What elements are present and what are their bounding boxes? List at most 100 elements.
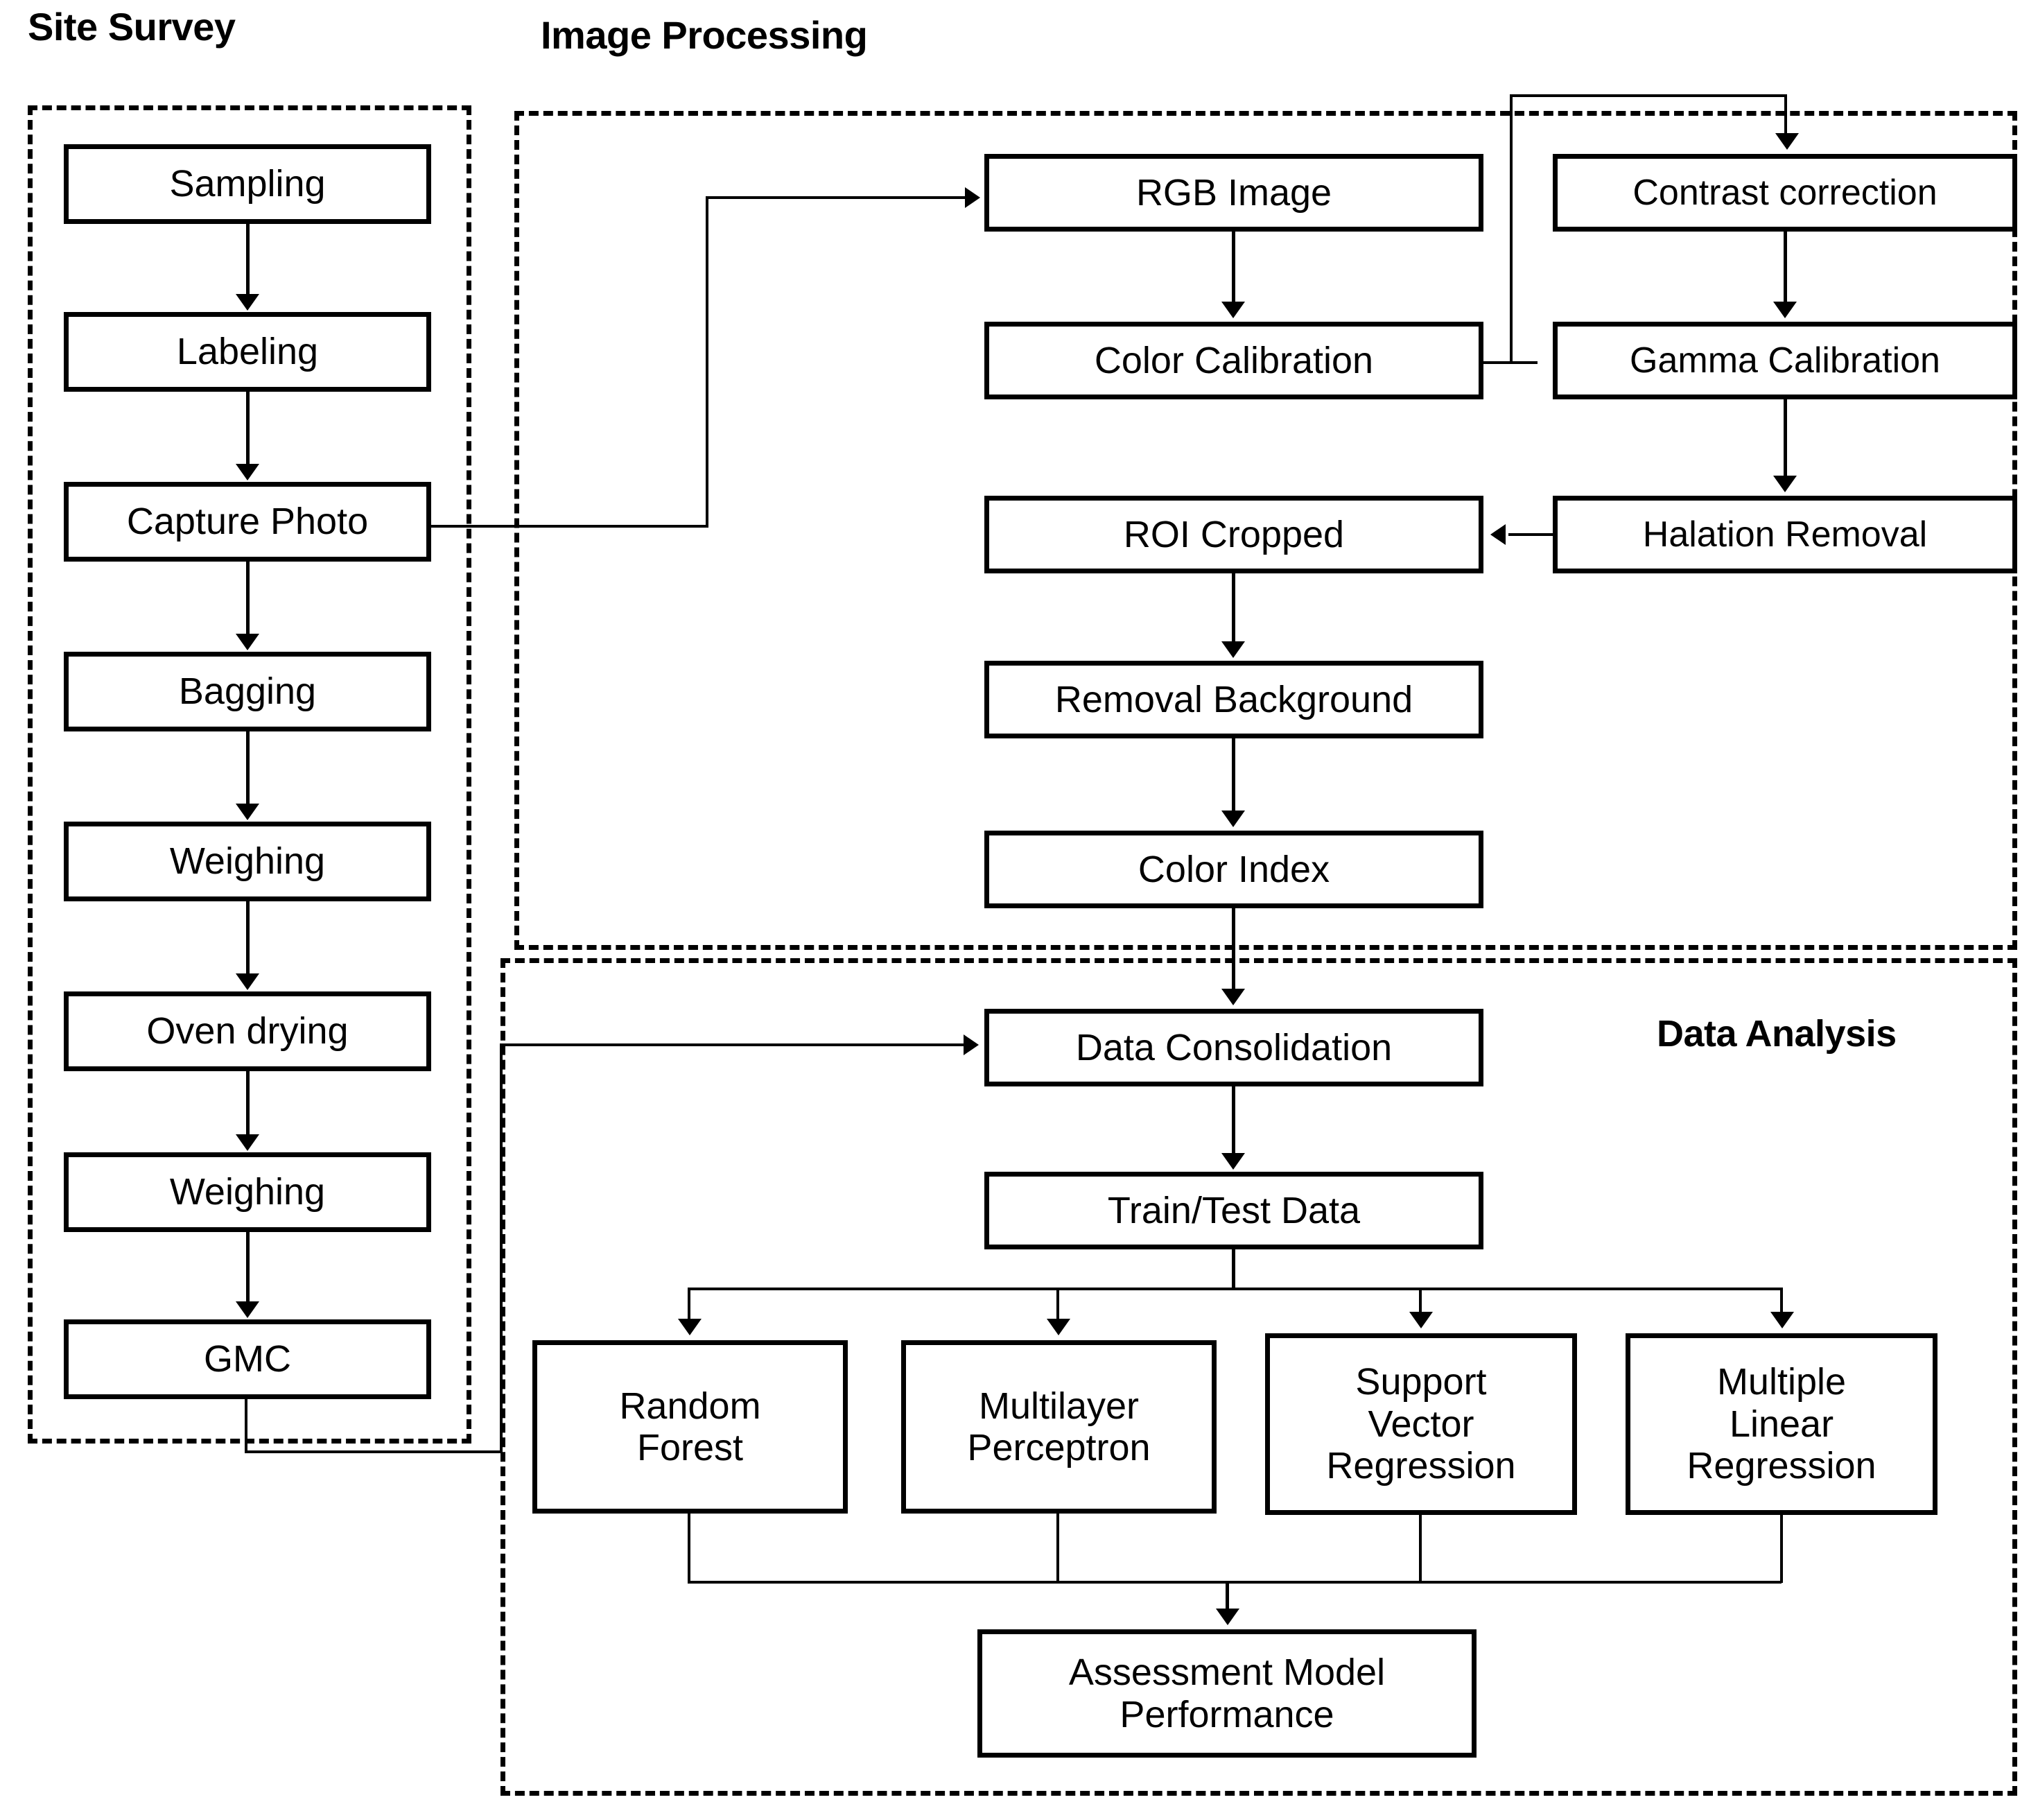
- branch-to-random-forest: [688, 1288, 690, 1321]
- node-gmc[interactable]: GMC: [64, 1319, 431, 1399]
- merge-from-support-vector-regression: [1419, 1515, 1422, 1583]
- node-label-line2: Linear: [1729, 1403, 1834, 1445]
- node-labeling[interactable]: Labeling: [64, 312, 431, 392]
- arrowhead-train-test-data: [1221, 1153, 1245, 1170]
- node-label: Contrast correction: [1632, 172, 1937, 213]
- node-gamma-calibration[interactable]: Gamma Calibration: [1553, 322, 2017, 399]
- node-label: Halation Removal: [1642, 514, 1928, 555]
- connector-labeling-capture: [246, 392, 250, 465]
- node-label: Removal Background: [1054, 678, 1413, 720]
- node-label: Labeling: [176, 331, 319, 373]
- group-site-survey: [28, 105, 471, 1444]
- node-label: ROI Cropped: [1123, 513, 1345, 555]
- arrowhead-data-consolidation: [1221, 989, 1245, 1005]
- path-colorcal-to-contrast-seg4: [1784, 94, 1787, 136]
- path-capture-to-rgb-seg1: [431, 525, 708, 528]
- arrowhead-color-calibration: [1221, 302, 1245, 318]
- node-label-line2: Perceptron: [967, 1427, 1151, 1468]
- arrowhead-support-vector-regression: [1409, 1312, 1433, 1328]
- node-halation-removal[interactable]: Halation Removal: [1553, 496, 2017, 573]
- arrowhead-weighing-2: [236, 1134, 259, 1151]
- node-capture-photo[interactable]: Capture Photo: [64, 482, 431, 562]
- arrowhead-gmc: [236, 1301, 259, 1318]
- connector-model-distribution-bus: [688, 1288, 1782, 1290]
- node-weighing-2[interactable]: Weighing: [64, 1152, 431, 1232]
- node-label: Weighing: [169, 840, 326, 883]
- arrowhead-bagging: [236, 634, 259, 650]
- connector-weighing1-oven: [246, 901, 250, 975]
- path-capture-to-rgb-seg2: [706, 196, 708, 528]
- path-gmc-to-dataconsolidation-seg3: [500, 1043, 503, 1453]
- path-gmc-to-dataconsolidation-seg2: [245, 1450, 503, 1453]
- node-label: Capture Photo: [126, 501, 369, 543]
- connector-roi-removalbg: [1232, 573, 1235, 643]
- node-label: Train/Test Data: [1107, 1189, 1361, 1231]
- section-title-site-survey: Site Survey: [28, 5, 236, 49]
- arrowhead-color-index: [1221, 811, 1245, 827]
- node-label: Data Consolidation: [1075, 1026, 1393, 1068]
- node-oven-drying[interactable]: Oven drying: [64, 991, 431, 1071]
- node-sampling[interactable]: Sampling: [64, 144, 431, 224]
- node-bagging[interactable]: Bagging: [64, 652, 431, 731]
- node-label-line2: Performance: [1120, 1693, 1334, 1735]
- node-label: RGB Image: [1135, 171, 1332, 214]
- arrowhead-random-forest: [678, 1319, 702, 1335]
- arrowhead-removal-background: [1221, 641, 1245, 658]
- merge-from-random-forest: [688, 1514, 690, 1583]
- node-label: Color Index: [1138, 848, 1330, 890]
- node-label-line2: Vector: [1368, 1403, 1474, 1445]
- node-random-forest[interactable]: Random Forest: [532, 1340, 848, 1514]
- merge-from-multiple-linear-regression: [1780, 1515, 1783, 1583]
- node-support-vector-regression[interactable]: Support Vector Regression: [1265, 1333, 1577, 1515]
- connector-weighing2-gmc: [246, 1232, 250, 1303]
- connector-dataconsolidation-traintest: [1232, 1086, 1235, 1154]
- node-rgb-image[interactable]: RGB Image: [984, 154, 1483, 232]
- node-label-line1: Random: [619, 1385, 761, 1427]
- connector-oven-weighing2: [246, 1071, 250, 1136]
- connector-capture-bagging: [246, 562, 250, 635]
- arrowhead-rgb-image: [965, 187, 980, 208]
- arrowhead-assessment-model-performance: [1216, 1609, 1239, 1625]
- arrowhead-capture-photo: [236, 464, 259, 480]
- node-removal-background[interactable]: Removal Background: [984, 661, 1483, 738]
- node-label: Oven drying: [146, 1010, 349, 1052]
- node-roi-cropped[interactable]: ROI Cropped: [984, 496, 1483, 573]
- node-multilayer-perceptron[interactable]: Multilayer Perceptron: [901, 1340, 1217, 1514]
- section-title-image-processing: Image Processing: [541, 13, 868, 57]
- node-label: Weighing: [169, 1171, 326, 1213]
- node-data-consolidation[interactable]: Data Consolidation: [984, 1009, 1483, 1086]
- connector-merge-to-assessment: [1226, 1581, 1229, 1610]
- node-multiple-linear-regression[interactable]: Multiple Linear Regression: [1626, 1333, 1937, 1515]
- arrowhead-contrast-correction: [1775, 133, 1799, 150]
- connector-halation-roi: [1508, 533, 1557, 536]
- path-colorcal-to-contrast-seg2: [1510, 94, 1513, 363]
- node-train-test-data[interactable]: Train/Test Data: [984, 1172, 1483, 1249]
- node-label: Color Calibration: [1094, 339, 1374, 381]
- group-data-analysis: [500, 958, 2017, 1796]
- section-title-data-analysis: Data Analysis: [1657, 1013, 1897, 1055]
- node-label-line1: Multilayer: [978, 1385, 1140, 1427]
- path-capture-to-rgb-seg3: [706, 196, 968, 199]
- arrowhead-weighing-1: [236, 804, 259, 820]
- node-label-line1: Assessment Model: [1068, 1652, 1386, 1694]
- node-color-index[interactable]: Color Index: [984, 831, 1483, 908]
- node-color-calibration[interactable]: Color Calibration: [984, 322, 1483, 399]
- node-label: Gamma Calibration: [1630, 340, 1940, 381]
- node-label-line3: Regression: [1687, 1445, 1876, 1487]
- node-assessment-model-performance[interactable]: Assessment Model Performance: [977, 1629, 1477, 1758]
- arrowhead-oven-drying: [236, 973, 259, 990]
- connector-colorindex-dataconsolidation: [1232, 908, 1235, 990]
- connector-removalbg-colorindex: [1232, 738, 1235, 812]
- node-label-line2: Forest: [636, 1427, 744, 1468]
- branch-to-multilayer-perceptron: [1056, 1288, 1059, 1321]
- path-gmc-to-dataconsolidation-seg1: [245, 1399, 247, 1453]
- arrowhead-gamma-calibration: [1773, 302, 1797, 318]
- node-contrast-correction[interactable]: Contrast correction: [1553, 154, 2017, 232]
- node-label-line3: Regression: [1326, 1445, 1516, 1487]
- branch-to-multiple-linear-regression: [1780, 1288, 1783, 1314]
- arrowhead-labeling: [236, 294, 259, 311]
- merge-from-multilayer-perceptron: [1056, 1514, 1059, 1583]
- connector-model-merge-bus: [688, 1581, 1782, 1584]
- node-weighing-1[interactable]: Weighing: [64, 822, 431, 901]
